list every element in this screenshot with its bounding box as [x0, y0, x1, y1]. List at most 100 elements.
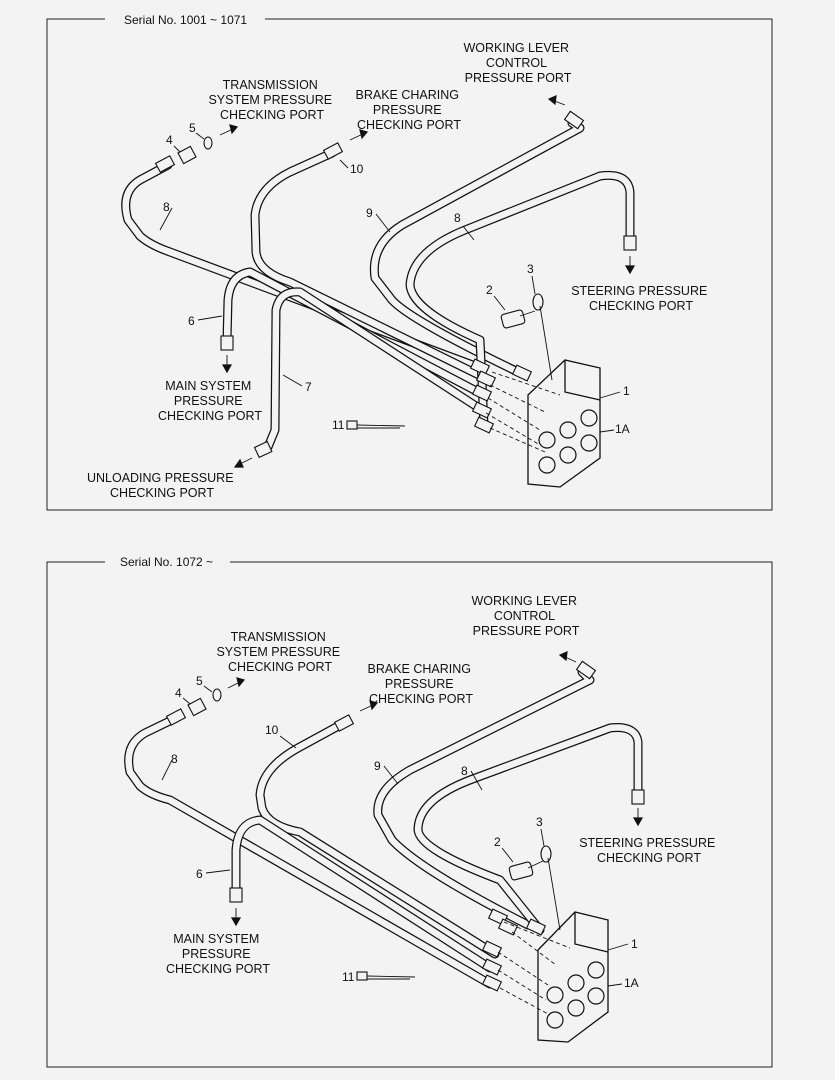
fitting: [575, 660, 597, 680]
part-number: 1: [631, 937, 638, 951]
port: [587, 987, 605, 1005]
fitting: [525, 918, 547, 936]
part-number: 3: [527, 262, 534, 276]
callout-main-system: MAIN SYSTEM PRESSURE CHECKING PORT: [158, 379, 262, 423]
hose-8-left: [121, 160, 483, 372]
hose-9: [373, 667, 595, 930]
part-number: 6: [196, 867, 203, 881]
bracket-1: [497, 911, 609, 1043]
fitting-adapter: [187, 697, 207, 717]
port: [559, 421, 577, 439]
callout-steering: STEERING PRESSURE CHECKING PORT: [579, 836, 719, 865]
port: [567, 974, 585, 992]
fitting-adapter: [177, 145, 197, 165]
fitting: [322, 142, 344, 160]
port: [538, 456, 556, 474]
panel-serial-1072: Serial No. 1072 ~: [46, 553, 773, 1068]
part-number: 10: [350, 162, 364, 176]
port: [580, 409, 598, 427]
leader-lines: [159, 132, 621, 433]
fitting: [563, 110, 585, 130]
part-number: 8: [454, 211, 461, 225]
hose-group: [124, 667, 643, 989]
fitting: [471, 401, 493, 419]
fitting: [623, 235, 637, 251]
port: [559, 446, 577, 464]
hose-group: [121, 118, 635, 452]
fitting: [481, 974, 503, 992]
port: [580, 434, 598, 452]
port: [546, 1011, 564, 1029]
fitting: [333, 714, 355, 732]
hose-7: [263, 287, 487, 452]
callout-main-system: MAIN SYSTEM PRESSURE CHECKING PORT: [166, 932, 270, 976]
part-numbers: 4 5 8 10 9 8 3 2 6 1 1A 11: [171, 674, 639, 990]
port: [567, 999, 585, 1017]
part-number: 9: [374, 759, 381, 773]
direction-arrows: [227, 651, 644, 927]
part-number: 9: [366, 206, 373, 220]
port: [538, 431, 556, 449]
hose-fittings: [154, 110, 637, 459]
part-number: 7: [305, 380, 312, 394]
part-numbers: 4 5 8 10 9 8 3 2 6 7 1 1A 11: [163, 121, 630, 436]
bolt-2: [500, 309, 536, 329]
part-number: 5: [189, 121, 196, 135]
callout-unloading: UNLOADING PRESSURE CHECKING PORT: [87, 471, 237, 500]
callout-transmission: TRANSMISSION SYSTEM PRESSURE CHECKING PO…: [216, 630, 343, 674]
fitting: [475, 370, 497, 388]
callout-working-lever: WORKING LEVER CONTROL PRESSURE PORT: [471, 594, 580, 638]
part-number: 5: [196, 674, 203, 688]
o-ring-5: [203, 136, 213, 150]
part-number: 1A: [624, 976, 639, 990]
fitting: [469, 358, 491, 376]
cable-tie-11: [346, 420, 406, 430]
bracket-1: [485, 359, 601, 488]
part-number: 2: [494, 835, 501, 849]
part-number: 10: [265, 723, 279, 737]
part-number: 8: [171, 752, 178, 766]
fitting: [631, 789, 645, 805]
callout-steering: STEERING PRESSURE CHECKING PORT: [571, 284, 711, 313]
callout-brake: BRAKE CHARING PRESSURE CHECKING PORT: [356, 88, 463, 132]
fitting: [165, 708, 187, 726]
hose-fittings: [165, 660, 645, 992]
part-number: 1A: [615, 422, 630, 436]
leader-lines: [161, 685, 629, 987]
callout-working-lever: WORKING LEVER CONTROL PRESSURE PORT: [463, 41, 572, 85]
part-number: 2: [486, 283, 493, 297]
part-number: 11: [332, 418, 345, 432]
fitting: [481, 940, 503, 958]
part-number: 4: [166, 133, 173, 147]
port: [546, 986, 564, 1004]
fitting: [154, 155, 176, 173]
part-number: 1: [623, 384, 630, 398]
serial-number-label: Serial No. 1001 ~ 1071: [124, 13, 247, 27]
washer-3: [532, 293, 544, 311]
part-number: 6: [188, 314, 195, 328]
fitting: [220, 335, 234, 351]
serial-number-label: Serial No. 1072 ~: [120, 555, 213, 569]
fitting: [497, 918, 519, 936]
fitting: [481, 958, 503, 976]
panel-frame: [46, 561, 773, 1068]
port: [587, 961, 605, 979]
panel-serial-1001-1071: Serial No. 1001 ~ 1071: [46, 10, 773, 511]
part-number: 8: [461, 764, 468, 778]
washer-3: [540, 845, 552, 863]
fitting: [471, 384, 493, 402]
direction-arrows: [219, 95, 636, 468]
part-number: 8: [163, 200, 170, 214]
cable-tie-11: [356, 971, 416, 981]
callout-transmission: TRANSMISSION SYSTEM PRESSURE CHECKING PO…: [208, 78, 335, 122]
fitting: [229, 887, 243, 903]
callout-brake: BRAKE CHARING PRESSURE CHECKING PORT: [368, 662, 475, 706]
fitting: [253, 440, 273, 459]
part-number: 11: [342, 970, 355, 984]
part-number: 3: [536, 815, 543, 829]
part-number: 4: [175, 686, 182, 700]
panel-frame: [46, 18, 773, 511]
bolt-2: [508, 860, 544, 881]
fitting: [473, 416, 495, 434]
